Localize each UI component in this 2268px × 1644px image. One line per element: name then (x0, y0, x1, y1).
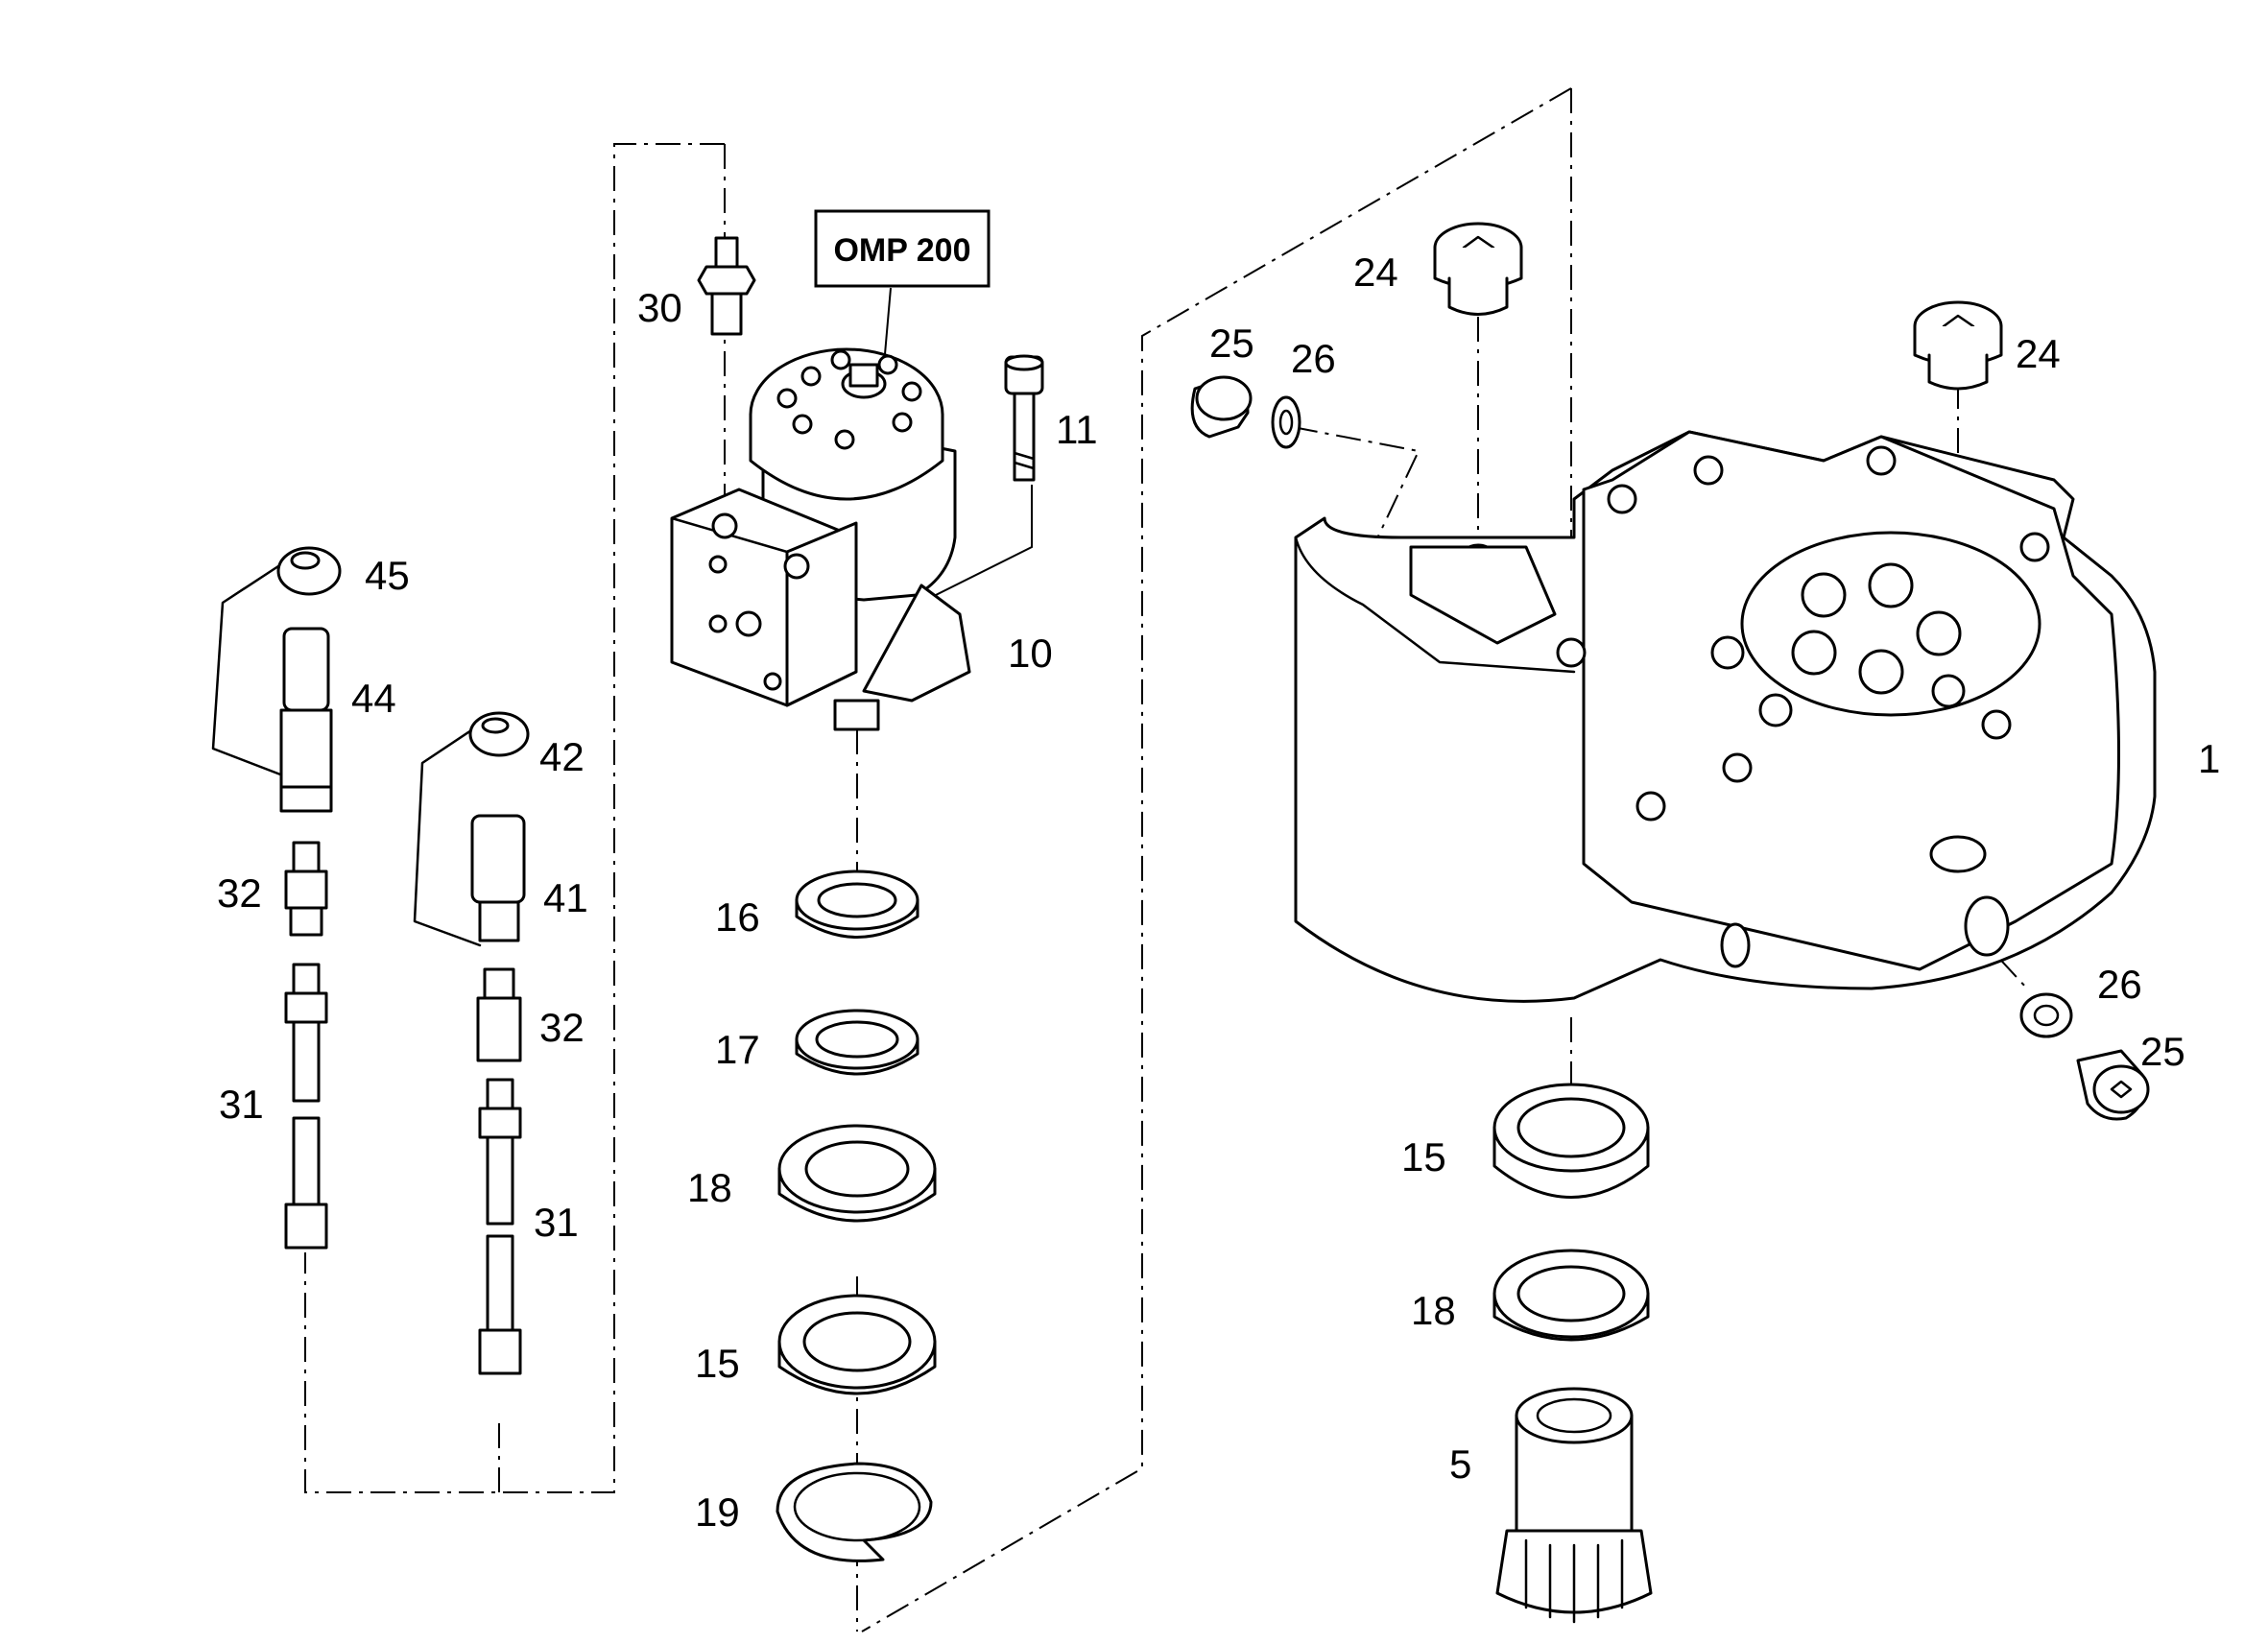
callout-18-left: 18 (687, 1165, 732, 1210)
callout-1: 1 (2198, 736, 2220, 781)
hose-assembly-right (413, 711, 530, 1375)
callout-42: 42 (539, 734, 585, 779)
model-label-box: OMP 200 (814, 209, 991, 288)
callout-25-top: 25 (1209, 321, 1254, 366)
callout-26-top: 26 (1291, 336, 1336, 381)
callout-32-right: 32 (539, 1005, 585, 1050)
callout-24-right: 24 (2016, 331, 2061, 376)
callout-30: 30 (637, 285, 682, 330)
callout-15-left: 15 (695, 1341, 740, 1386)
spacer-part-18-right (1492, 1249, 1650, 1342)
callout-19: 19 (695, 1489, 740, 1535)
hose-assembly-left (211, 546, 342, 1250)
plug-part-25-top (1190, 375, 1253, 439)
callout-44: 44 (351, 676, 396, 721)
spacer-part-18-left (777, 1124, 937, 1223)
callout-15-right: 15 (1401, 1134, 1446, 1179)
callout-17: 17 (715, 1027, 760, 1072)
callout-26-bottom: 26 (2097, 962, 2142, 1007)
callout-32-left: 32 (217, 870, 262, 916)
callout-11: 11 (1056, 407, 1098, 452)
callout-16: 16 (715, 894, 760, 940)
callout-31-left: 31 (219, 1082, 264, 1127)
bearing-part-15-left (777, 1294, 937, 1395)
nut-part-16 (795, 870, 919, 939)
callout-45: 45 (365, 553, 410, 598)
plug-part-24-right (1913, 300, 2003, 391)
snap-ring-part-19 (776, 1462, 933, 1562)
bearing-part-15-right (1492, 1083, 1650, 1199)
bolt-part-11 (1004, 354, 1044, 482)
hydraulic-motor (670, 347, 971, 731)
callout-10: 10 (1008, 631, 1053, 676)
callout-24-left: 24 (1353, 250, 1398, 295)
plug-part-24-left (1433, 222, 1523, 316)
washer-part-26-bottom (2019, 992, 2073, 1038)
callout-18-right: 18 (1411, 1288, 1456, 1333)
callout-31-right: 31 (534, 1200, 579, 1245)
fitting-part-30 (697, 236, 756, 336)
housing-part-1 (1294, 430, 2157, 1003)
plug-part-25-bottom (2076, 1049, 2150, 1121)
pinion-shaft-part-5 (1495, 1387, 1653, 1624)
washer-part-26-top (1271, 395, 1301, 449)
callout-25-bottom: 25 (2140, 1029, 2185, 1074)
lock-washer-part-17 (795, 1009, 919, 1076)
callout-5: 5 (1449, 1441, 1471, 1487)
callout-41: 41 (543, 875, 588, 920)
callout-labels: 1 5 10 11 15 15 16 17 18 18 19 24 24 25 … (217, 250, 2220, 1535)
model-label: OMP 200 (833, 232, 970, 269)
